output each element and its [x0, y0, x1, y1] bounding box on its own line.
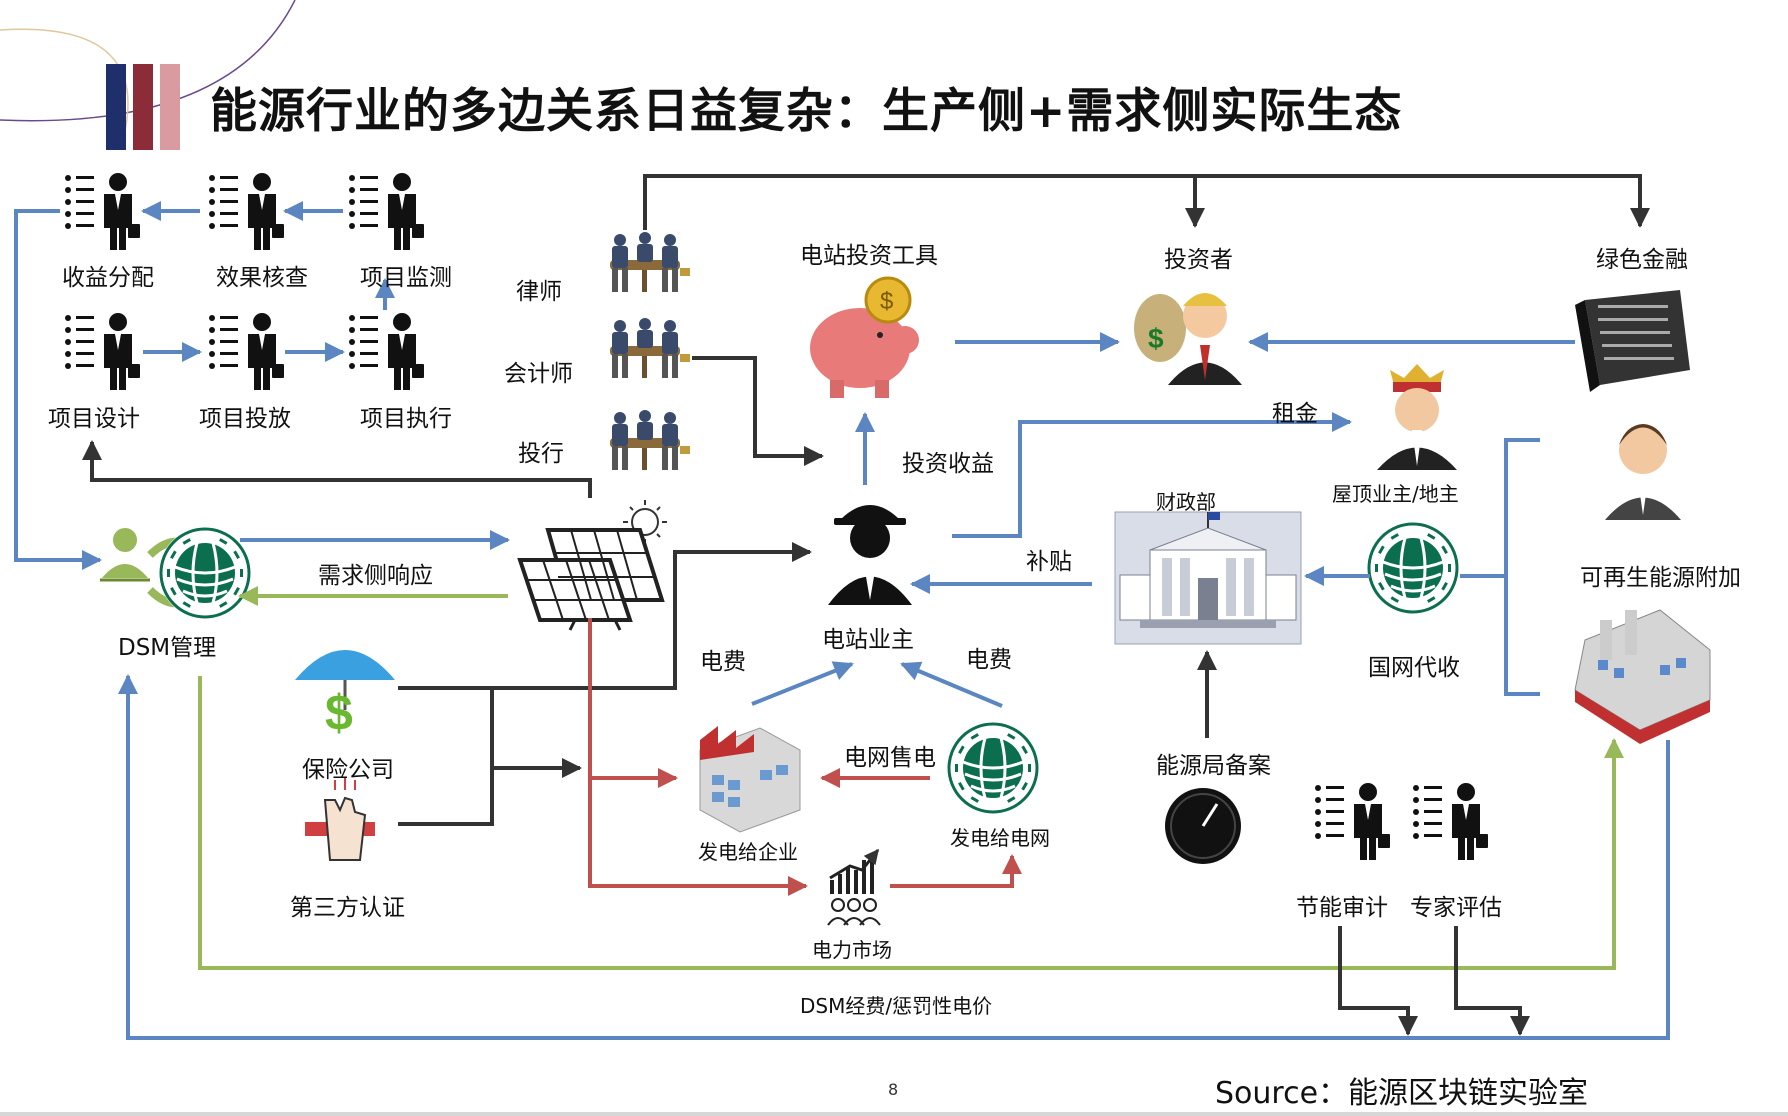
- label-rooftop-owner: 屋顶业主/地主: [1332, 482, 1459, 506]
- label-project-design: 项目设计: [48, 406, 140, 432]
- title-bar-red: [133, 64, 153, 150]
- checklist-person-icon: [65, 313, 140, 390]
- checklist-person-icon: [349, 173, 424, 250]
- label-plant-owner: 电站业主: [822, 627, 914, 653]
- state-grid-collect-logo: [1365, 520, 1461, 616]
- investor-icon: $: [1134, 293, 1242, 385]
- checklist-person-icon: [1413, 783, 1488, 860]
- edge-label-grid-sales: 电网售电: [844, 745, 936, 771]
- power-market-icon: [827, 848, 881, 926]
- accountant-icon: [610, 318, 690, 378]
- rooftop-owner-icon: [1377, 364, 1457, 470]
- label-gen-enterprise: 发电给企业: [698, 840, 798, 864]
- source-note: Source：能源区块链实验室: [1215, 1076, 1589, 1111]
- label-gen-grid: 发电给电网: [950, 826, 1050, 850]
- label-green-finance: 绿色金融: [1596, 247, 1688, 273]
- plant-owner-icon: [828, 505, 912, 605]
- finance-ministry-icon: [1114, 511, 1302, 645]
- label-lawyer: 律师: [516, 279, 562, 305]
- svg-text:$: $: [1148, 323, 1164, 354]
- generation-enterprise-icon: [699, 726, 801, 833]
- renewable-factory-icon: [1574, 609, 1711, 744]
- label-energy-bureau: 能源局备案: [1156, 753, 1271, 779]
- label-accountant: 会计师: [504, 361, 573, 387]
- label-project-execution: 项目执行: [360, 406, 452, 432]
- label-project-launch: 项目投放: [199, 406, 291, 432]
- checklist-person-icon: [209, 313, 284, 390]
- edge-label-demand-response: 需求侧响应: [318, 563, 433, 589]
- checklist-person-icon: [349, 313, 424, 390]
- label-renewable-surcharge: 可再生能源附加: [1580, 565, 1741, 591]
- insurance-icon: $: [295, 650, 395, 741]
- label-dsm: DSM管理: [118, 635, 217, 661]
- edge-label-dsm-fee: DSM经费/惩罚性电价: [800, 994, 993, 1018]
- edge-label-electricity-fee-right: 电费: [966, 647, 1012, 673]
- label-expert-eval: 专家评估: [1410, 895, 1502, 921]
- edge-label-rent: 租金: [1272, 401, 1318, 427]
- edge-label-subsidy: 补贴: [1026, 549, 1072, 575]
- title-bar-navy: [106, 64, 126, 150]
- solar-panel-icon: [517, 500, 667, 631]
- svg-text:$: $: [880, 288, 893, 315]
- label-investor: 投资者: [1164, 247, 1233, 273]
- lawyer-icon: [610, 232, 690, 292]
- svg-text:$: $: [325, 685, 353, 741]
- green-finance-icon: [1575, 290, 1690, 392]
- renewable-person-icon: [1605, 424, 1681, 520]
- label-profit-distribution: 收益分配: [62, 265, 154, 291]
- energy-bureau-icon: [1165, 788, 1241, 864]
- title-bar-pink: [160, 64, 180, 150]
- label-third-party: 第三方认证: [290, 895, 405, 921]
- investment-bank-icon: [610, 410, 690, 470]
- state-grid-power-logo: [945, 720, 1041, 816]
- label-finance-ministry: 财政部: [1156, 490, 1216, 514]
- checklist-person-icon: [1315, 783, 1390, 860]
- checklist-person-icon: [65, 173, 140, 250]
- page-number: 8: [888, 1080, 899, 1099]
- label-investment-tool: 电站投资工具: [800, 243, 938, 269]
- dsm-icon: [100, 525, 253, 621]
- label-power-market: 电力市场: [812, 938, 892, 962]
- label-project-monitoring: 项目监测: [360, 265, 452, 291]
- label-investment-bank: 投行: [518, 441, 564, 467]
- label-state-grid-collect: 国网代收: [1368, 655, 1460, 681]
- page-title: 能源行业的多边关系日益复杂：生产侧+需求侧实际生态: [210, 84, 1403, 139]
- label-effect-verification: 效果核查: [216, 265, 308, 291]
- checklist-person-icon: [209, 173, 284, 250]
- piggy-bank-icon: $: [810, 276, 919, 398]
- third-party-cert-icon: [305, 778, 375, 861]
- label-energy-audit: 节能审计: [1296, 895, 1388, 921]
- edge-label-electricity-fee-left: 电费: [700, 649, 746, 675]
- label-insurance: 保险公司: [302, 757, 394, 783]
- edge-label-investment-return: 投资收益: [902, 451, 994, 477]
- bottom-divider: [0, 1112, 1788, 1116]
